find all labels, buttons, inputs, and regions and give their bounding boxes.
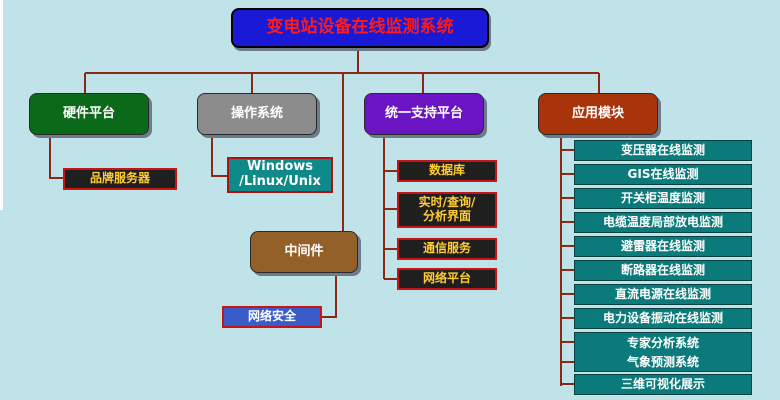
app-vibration-monitoring: 电力设备振动在线监测 <box>574 308 752 329</box>
app-cable-temperature-discharge: 电缆温度局部放电监测 <box>574 212 752 233</box>
category-middleware: 中间件 <box>250 231 358 273</box>
node-network-platform: 网络平台 <box>397 268 497 290</box>
app-expert-analysis: 专家分析系统 <box>626 336 699 350</box>
app-transformer-monitoring: 变压器在线监测 <box>574 140 752 161</box>
app-weather-forecast: 气象预测系统 <box>626 355 699 369</box>
category-operating-system: 操作系统 <box>197 93 317 135</box>
node-brand-server: 品牌服务器 <box>63 168 177 190</box>
category-support-platform: 统一支持平台 <box>364 93 484 135</box>
node-database: 数据库 <box>397 160 497 182</box>
category-application-modules: 应用模块 <box>538 93 658 135</box>
node-communication-service: 通信服务 <box>397 238 497 260</box>
realtime-line-2: 分析界面 <box>422 209 471 223</box>
left-edge-stripe <box>0 0 3 210</box>
os-line-linux-unix: /Linux/Unix <box>239 174 321 189</box>
app-gis-monitoring: GIS在线监测 <box>574 164 752 185</box>
link-network-security <box>322 273 337 318</box>
app-3d-visualization: 三维可视化展示 <box>574 374 752 395</box>
link-brand-server <box>49 135 63 179</box>
app-expert-weather-group: 专家分析系统 气象预测系统 <box>574 332 752 372</box>
app-links <box>561 149 574 385</box>
node-network-security: 网络安全 <box>222 306 322 328</box>
realtime-line-1: 实时/查询/ <box>418 195 476 210</box>
category-hardware-platform: 硬件平台 <box>29 93 149 135</box>
node-windows-linux-unix: Windows /Linux/Unix <box>227 157 333 193</box>
app-breaker-monitoring: 断路器在线监测 <box>574 260 752 281</box>
app-switchgear-temperature: 开关柜温度监测 <box>574 188 752 209</box>
node-realtime-query-analysis: 实时/查询/ 分析界面 <box>397 192 497 228</box>
system-title: 变电站设备在线监测系统 <box>231 8 489 48</box>
app-arrester-monitoring: 避雷器在线监测 <box>574 236 752 257</box>
app-dc-power-monitoring: 直流电源在线监测 <box>574 284 752 305</box>
link-windows <box>211 135 227 177</box>
os-line-windows: Windows <box>246 159 314 175</box>
